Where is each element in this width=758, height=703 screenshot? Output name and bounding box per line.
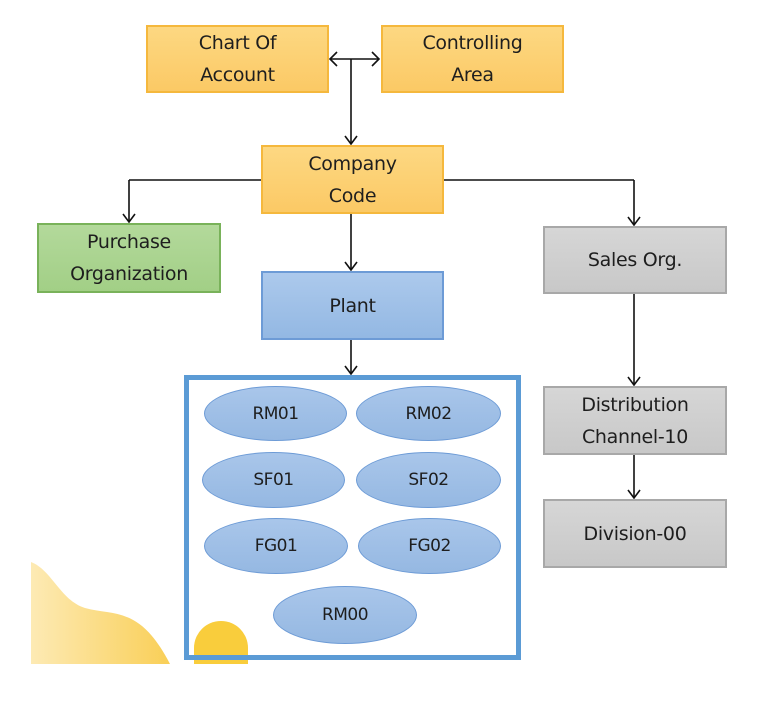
storage-location-label: SF02 — [408, 470, 449, 490]
purchase-organization-node: Purchase Organization — [37, 223, 221, 293]
storage-location-label: RM00 — [321, 605, 369, 625]
storage-location-node: RM00 — [273, 586, 417, 644]
storage-location-label: RM01 — [252, 403, 299, 424]
decorative-half-circle — [194, 621, 248, 664]
chart-of-account-node: Chart Of Account — [146, 25, 329, 93]
chart-of-account-label: Chart Of Account — [198, 32, 277, 86]
storage-location-node: FG02 — [358, 518, 501, 574]
storage-location-node: FG01 — [204, 518, 348, 574]
storage-location-label: SF01 — [253, 470, 294, 490]
division-label: Division-00 — [583, 522, 687, 545]
sales-org-node: Sales Org. — [543, 226, 727, 294]
storage-location-node: SF01 — [202, 452, 345, 508]
plant-label: Plant — [329, 294, 376, 317]
storage-location-node: SF02 — [356, 452, 501, 508]
distribution-channel-label: Distribution Channel-10 — [581, 393, 689, 448]
storage-location-node: RM02 — [356, 386, 501, 441]
storage-location-label: FG01 — [254, 536, 298, 556]
division-node: Division-00 — [543, 499, 727, 568]
controlling-area-label: Controlling Area — [422, 32, 523, 86]
sales-org-label: Sales Org. — [587, 249, 683, 271]
storage-location-node: RM01 — [204, 386, 347, 441]
storage-location-container — [184, 375, 521, 660]
plant-node: Plant — [261, 271, 444, 340]
purchase-organization-label: Purchase Organization — [70, 231, 188, 285]
controlling-area-node: Controlling Area — [381, 25, 564, 93]
storage-location-label: FG02 — [408, 536, 451, 556]
company-code-node: Company Code — [261, 145, 444, 214]
storage-location-label: RM02 — [405, 403, 452, 424]
company-code-label: Company Code — [308, 152, 397, 207]
distribution-channel-node: Distribution Channel-10 — [543, 386, 727, 455]
